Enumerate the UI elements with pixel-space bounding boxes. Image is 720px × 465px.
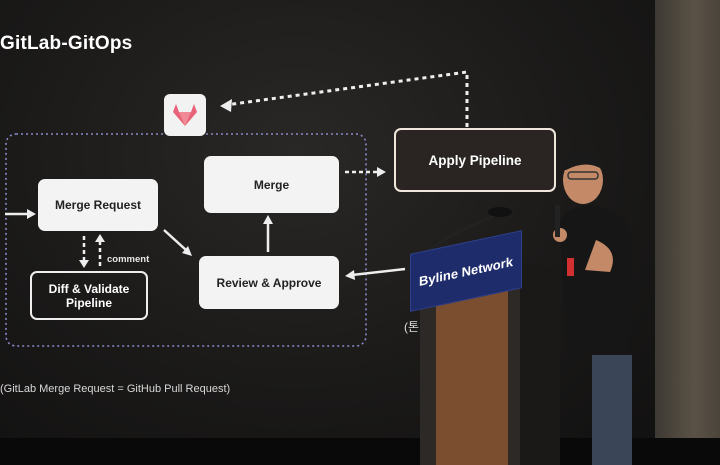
comment-label: comment xyxy=(107,254,150,265)
loop-arrow xyxy=(225,70,469,127)
comment-down-head xyxy=(79,260,89,268)
gitlab-logo-tile xyxy=(164,94,206,136)
slide-title: GitLab-GitOps xyxy=(0,33,133,54)
partial-korean-text: (톤 xyxy=(404,320,420,334)
podium-side xyxy=(520,262,560,465)
merge-to-apply-head xyxy=(377,167,386,177)
podium-microphone xyxy=(488,207,512,217)
return-arrow xyxy=(351,267,406,277)
diff-validate-pipeline-box: Diff & Validate Pipeline xyxy=(30,271,148,320)
speaker-head xyxy=(563,156,603,204)
comment-up-head xyxy=(95,234,105,242)
merge-request-box: Merge Request xyxy=(38,179,158,231)
merge-box: Merge xyxy=(204,156,339,213)
speaker-arm xyxy=(585,240,613,272)
gitlab-logo-icon xyxy=(173,104,197,126)
speaker-jeans xyxy=(592,355,632,465)
speaker-glasses xyxy=(567,171,599,180)
review-to-merge-head xyxy=(263,215,273,224)
speaker-hair xyxy=(562,151,605,175)
podium-wood-panel xyxy=(436,283,508,465)
wall-panel xyxy=(655,0,720,465)
lanyard-badge xyxy=(567,258,574,276)
return-arrow-head xyxy=(345,270,355,280)
mr-to-review-head xyxy=(182,246,192,256)
review-approve-box: Review & Approve xyxy=(199,256,339,309)
slide-footnote: (GitLab Merge Request = GitHub Pull Requ… xyxy=(0,383,231,395)
apply-pipeline-box: Apply Pipeline xyxy=(394,128,556,192)
loop-arrow-head xyxy=(220,99,232,112)
speaker-shirt xyxy=(560,205,632,355)
mr-to-review-arrow xyxy=(163,229,187,251)
entry-arrow-head xyxy=(27,209,36,219)
handheld-microphone xyxy=(555,205,560,237)
